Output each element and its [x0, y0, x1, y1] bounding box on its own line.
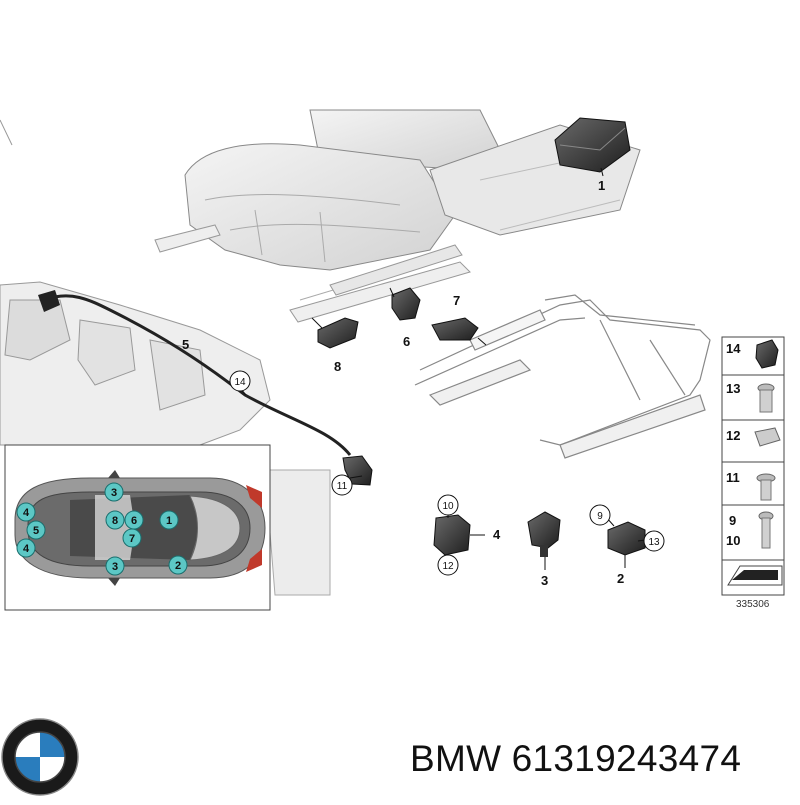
label-part-6: 6	[403, 334, 410, 349]
legend-label-9: 9	[729, 513, 736, 528]
label-part-8: 8	[334, 359, 341, 374]
vehicle-markers: 3 4 5 4 8 6 1 7 3 2	[16, 482, 188, 576]
label-part-4: 4	[493, 527, 501, 542]
circle-label-14: 14	[234, 377, 246, 388]
label-part-1: 1	[598, 178, 605, 193]
label-part-5: 5	[182, 337, 189, 352]
bolt-9-10-icon	[758, 511, 774, 549]
brand-name: BMW	[410, 738, 502, 779]
seat-frame-illustration	[414, 294, 711, 459]
marker-8: 8	[112, 515, 118, 527]
sensor-part-8	[311, 317, 359, 349]
circle-label-13: 13	[648, 537, 660, 548]
clip-nut-12-icon	[754, 427, 781, 447]
label-part-7: 7	[453, 293, 460, 308]
legend-label-13: 13	[726, 381, 740, 396]
arrow-icon	[727, 565, 783, 586]
label-part-3: 3	[541, 573, 548, 588]
marker-top-3: 3	[111, 487, 117, 499]
legend-label-10: 10	[726, 533, 740, 548]
control-unit-part-1	[554, 117, 631, 177]
marker-left-4-upper: 4	[23, 507, 30, 519]
marker-6: 6	[131, 515, 137, 527]
sensor-part-6	[389, 287, 421, 321]
clip-14-icon	[755, 339, 779, 369]
wire-harness-part-5	[38, 290, 373, 486]
marker-left-5: 5	[33, 525, 39, 537]
marker-bottom-3: 3	[112, 561, 118, 573]
brand-part-number-row: BMW 61319243474	[410, 738, 741, 780]
label-part-2: 2	[617, 571, 624, 586]
circled-labels: 14 11 10 12 9 13	[229, 370, 665, 576]
legend-label-11: 11	[726, 470, 740, 485]
bmw-logo	[1, 718, 79, 796]
sensor-part-3	[527, 511, 561, 570]
legend-label-12: 12	[726, 428, 740, 443]
screw-11-icon	[756, 473, 776, 501]
circle-label-10: 10	[442, 501, 454, 512]
marker-left-4-lower: 4	[23, 543, 30, 555]
circle-label-11: 11	[337, 481, 348, 492]
sensor-part-2	[607, 521, 646, 568]
part-number: 61319243474	[511, 738, 742, 779]
rivet-nut-13-icon	[757, 383, 775, 413]
fastener-legend: 14 13 12 11 9 10	[721, 336, 785, 596]
marker-1: 1	[166, 515, 172, 527]
circle-label-12: 12	[442, 561, 454, 572]
circle-label-9: 9	[597, 511, 603, 522]
sensor-part-7	[431, 317, 487, 346]
legend-label-14: 14	[726, 341, 741, 356]
diagram-number: 335306	[736, 599, 770, 610]
dashboard-illustration	[0, 119, 331, 596]
marker-2: 2	[175, 560, 181, 572]
part-labels: 1 5 6 7 8 4 3 2	[182, 178, 624, 588]
marker-7: 7	[129, 533, 135, 545]
